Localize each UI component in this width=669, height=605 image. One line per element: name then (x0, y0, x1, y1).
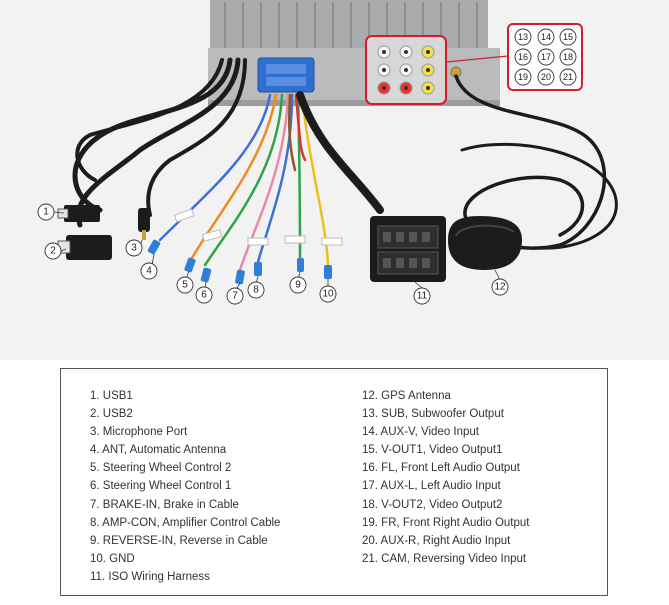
callout-11 (413, 287, 431, 305)
iso-connector-icon (370, 216, 446, 282)
legend-item: 1. USB1 (90, 390, 133, 402)
callout-5 (176, 276, 194, 294)
callout-number: 15 (563, 32, 573, 42)
callout-number: 8 (253, 285, 259, 296)
legend-item: 16. FL, Front Left Audio Output (362, 462, 520, 475)
wiring-photo: 1 2 3 4 5 6 7 8 9 10 11 12 13 14 15 16 1… (0, 0, 669, 360)
legend-item: 10. GND (90, 552, 135, 565)
legend-column-left: 1. USB1 2. USB2 3. Microphone Port 4. AN… (90, 387, 280, 586)
legend-item: 21. CAM, Reversing Video Input (362, 552, 527, 565)
callout-6 (195, 286, 213, 304)
legend-column-right: 12. GPS Antenna 13. SUB, Subwoofer Outpu… (362, 387, 529, 568)
legend-item: 4. ANT, Automatic Antenna (90, 444, 227, 457)
callout-13 (514, 28, 532, 46)
callout-7 (226, 287, 244, 305)
callout-number: 2 (50, 246, 56, 257)
legend-item: 17. AUX-L, Left Audio Input (362, 480, 501, 493)
callout-number: 11 (417, 291, 428, 302)
callout-number: 18 (563, 52, 573, 62)
legend-item: 14. AUX-V, Video Input (362, 426, 480, 439)
callout-number: 13 (518, 32, 528, 42)
callout-numbers: 1 2 3 4 5 6 7 8 9 10 11 12 13 14 15 16 1… (43, 32, 573, 302)
legend-item: 9. REVERSE-IN, Reverse in Cable (90, 534, 268, 547)
callout-number: 1 (43, 207, 49, 218)
callout-number: 12 (494, 282, 506, 293)
legend-item: 8. AMP-CON, Amplifier Control Cable (90, 516, 281, 529)
callout-number: 17 (541, 52, 551, 62)
usb-plug-icon (57, 205, 100, 222)
callout-21 (559, 68, 577, 86)
wiring-diagram: 1 2 3 4 5 6 7 8 9 10 11 12 13 14 15 16 1… (37, 0, 618, 305)
callout-number: 4 (146, 266, 152, 277)
callout-number: 5 (182, 280, 188, 291)
callout-3 (125, 239, 143, 257)
legend-item: 3. Microphone Port (90, 426, 188, 439)
callout-8 (247, 281, 265, 299)
head-unit-chassis (208, 0, 500, 106)
callout-4 (140, 262, 158, 280)
callout-18 (559, 48, 577, 66)
legend-item: 13. SUB, Subwoofer Output (362, 408, 504, 421)
legend-item: 19. FR, Front Right Audio Output (362, 516, 530, 529)
callout-number: 6 (201, 290, 207, 301)
legend-item: 18. V-OUT2, Video Output2 (362, 498, 503, 511)
callout-12 (491, 278, 509, 296)
callout-1 (37, 203, 55, 221)
legend-item: 5. Steering Wheel Control 2 (90, 462, 232, 475)
callout-number: 16 (518, 52, 528, 62)
callout-14 (537, 28, 555, 46)
gps-antenna-icon (448, 216, 522, 270)
mic-jack-icon (138, 208, 150, 240)
rca-jack-icon (377, 45, 435, 95)
legend-item: 2. USB2 (90, 408, 133, 421)
legend-item: 20. AUX-R, Right Audio Input (362, 534, 511, 547)
legend-item: 15. V-OUT1, Video Output1 (362, 444, 503, 457)
callout-2 (44, 242, 62, 260)
callout-10 (319, 285, 337, 303)
legend-item: 6. Steering Wheel Control 1 (90, 480, 232, 493)
wire-tags (173, 208, 343, 246)
callout-number: 7 (232, 291, 238, 302)
legend-item: 11. ISO Wiring Harness (90, 570, 210, 583)
callout-number: 21 (563, 72, 573, 82)
callout-number: 10 (322, 289, 334, 300)
callout-17 (537, 48, 555, 66)
callout-15 (559, 28, 577, 46)
main-connector-icon (257, 57, 315, 93)
callout-number: 20 (541, 72, 551, 82)
legend-item: 7. BRAKE-IN, Brake in Cable (90, 498, 239, 511)
legend-box: 1. USB1 2. USB2 3. Microphone Port 4. AN… (60, 368, 608, 596)
callout-number: 3 (131, 243, 137, 254)
wire-bundle (158, 91, 384, 272)
callouts (37, 28, 577, 305)
callout-number: 14 (541, 32, 551, 42)
wire-terminals (147, 239, 332, 285)
legend-item: 12. GPS Antenna (362, 390, 451, 402)
callout-19 (514, 68, 532, 86)
callout-16 (514, 48, 532, 66)
cable-bundle (72, 57, 618, 250)
callout-9 (289, 276, 307, 294)
callout-number: 19 (518, 72, 528, 82)
rca-panel (365, 35, 462, 105)
callout-20 (537, 68, 555, 86)
usb-plug-icon (57, 235, 112, 260)
callout-number: 9 (295, 280, 301, 291)
